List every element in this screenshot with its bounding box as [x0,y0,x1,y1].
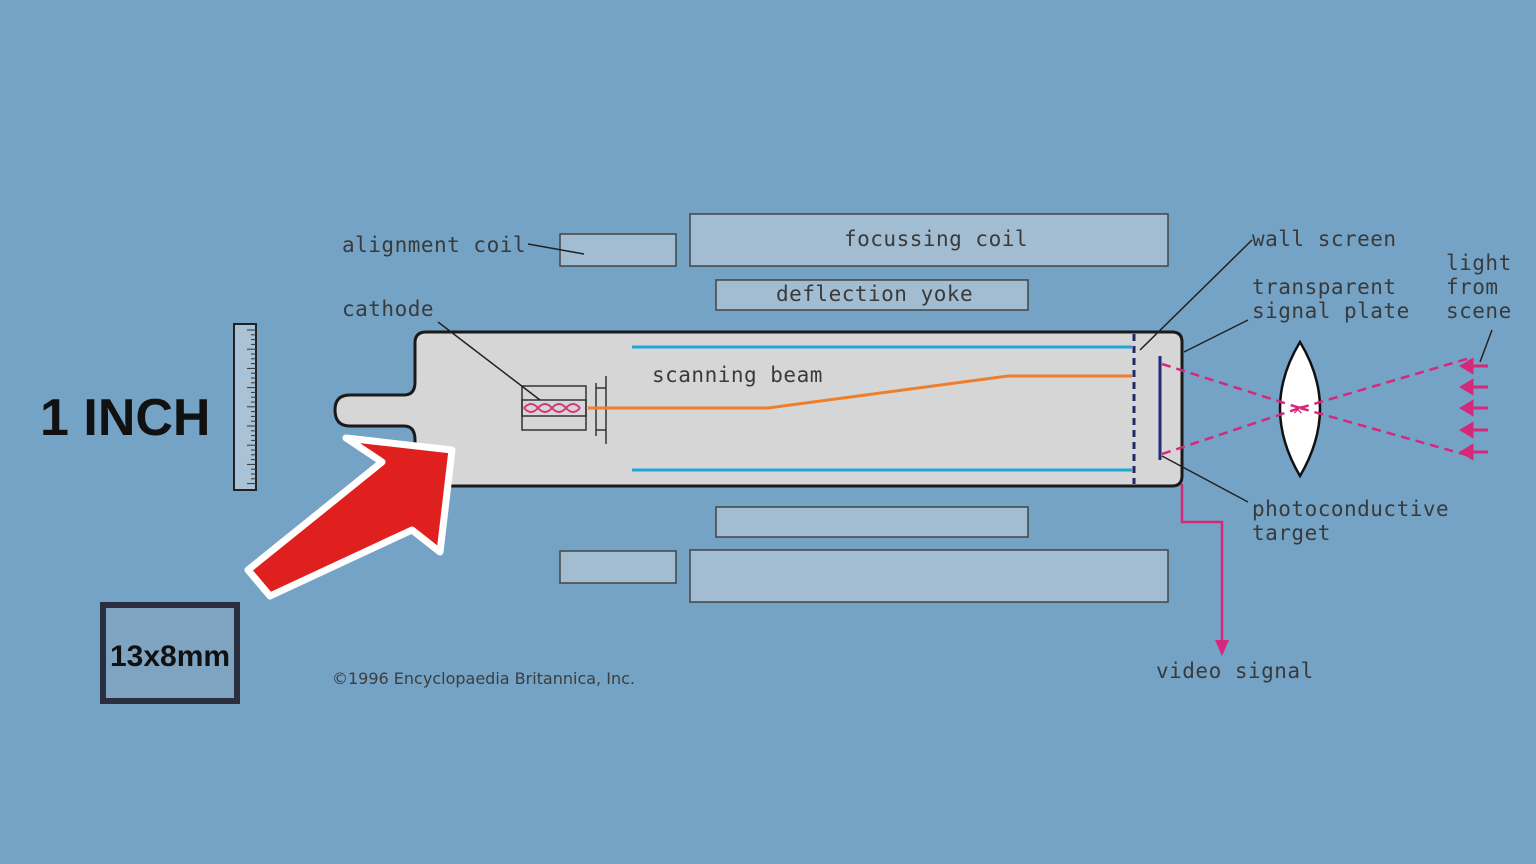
focussing-coil-bottom [689,549,1169,603]
focussing-coil-label: focussing coil [844,227,1028,251]
transparent-signal-plate-label-line1: transparent [1252,275,1397,299]
cathode-label: cathode [342,297,434,321]
cathode-assembly [521,376,607,444]
photoconductive-target-label-line2: target [1252,521,1331,545]
wall-screen-label: wall screen [1252,227,1397,251]
incoming-light-arrows [1459,357,1488,461]
photoconductive-target-label-line1: photoconductive [1252,497,1449,521]
copyright-text: ©1996 Encyclopaedia Britannica, Inc. [332,669,635,688]
light-from-scene-label-line1: light [1446,251,1512,275]
sensor-size-label: 13x8mm [110,640,230,673]
video-signal-arrowhead [1215,640,1229,656]
scanning-beam-label: scanning beam [652,363,823,387]
video-signal-label: video signal [1156,659,1314,683]
deflection-yoke-top [715,279,1029,311]
light-from-scene-label-line3: scene [1446,299,1512,323]
video-signal-lead [1180,484,1224,644]
focussing-coil-top [689,213,1169,267]
red-arrow-icon [244,434,456,600]
lens-focus-mark: × [1292,402,1304,418]
alignment-coil-bottom [559,550,677,584]
scanning-beam-line [588,374,1132,410]
sensor-size-box [100,602,240,704]
light-rays [1161,356,1471,458]
deflection-yoke-label: deflection yoke [776,282,973,306]
light-from-scene-label-line2: from [1446,275,1499,299]
alignment-coil-label: alignment coil [342,233,526,257]
alignment-coil-top [559,233,677,267]
size-label: 1 INCH [40,389,210,447]
leader-lines [437,239,1493,503]
deflection-yoke-bottom [715,506,1029,538]
transparent-signal-plate-label-line2: signal plate [1252,299,1410,323]
inch-ruler [233,323,257,491]
